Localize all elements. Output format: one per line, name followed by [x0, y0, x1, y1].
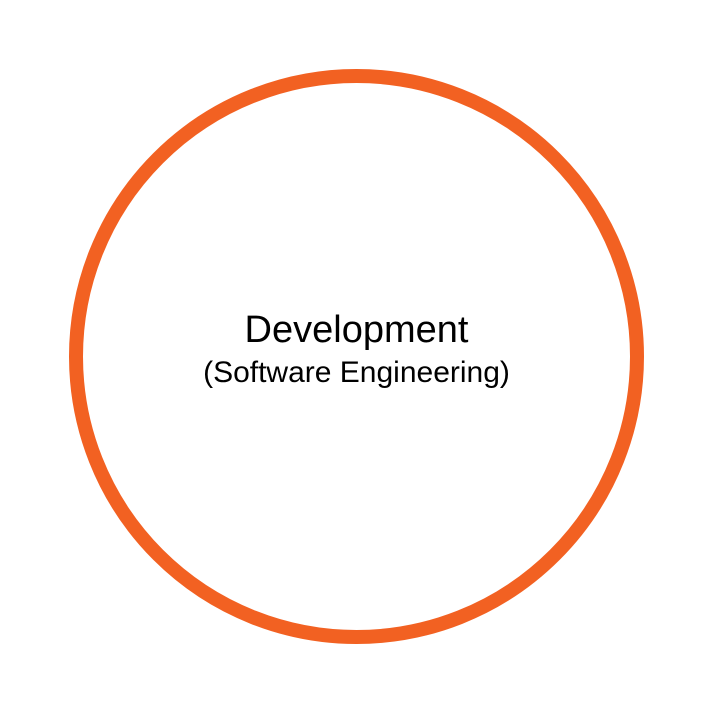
node-title: Development — [244, 309, 469, 351]
node-subtitle: (Software Engineering) — [203, 356, 510, 389]
development-label: Development (Software Engineering) — [0, 306, 713, 392]
